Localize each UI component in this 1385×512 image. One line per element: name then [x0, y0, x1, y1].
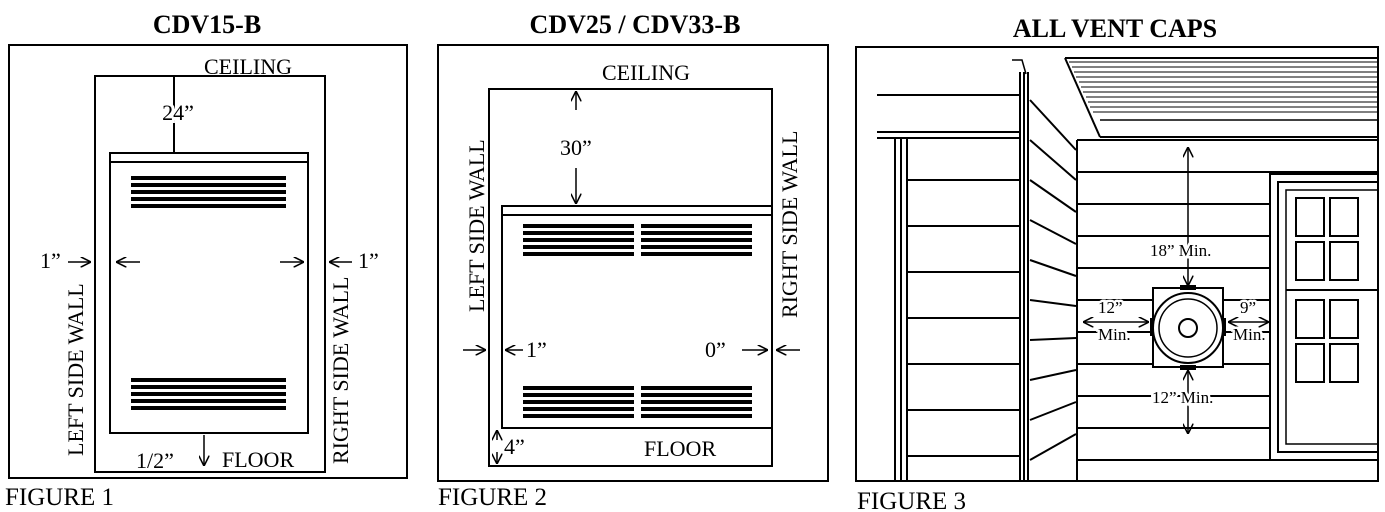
figure-2-right-clearance: 0”: [705, 337, 726, 362]
figure-3-right-min: Min.: [1233, 325, 1266, 344]
figure-1-top-grille: [131, 176, 286, 208]
figure-1-bottom-clearance: 1/2”: [136, 448, 174, 473]
figure-2-top-clearance: 30”: [560, 135, 592, 160]
figure-3-top-clearance: 18” Min.: [1150, 241, 1211, 260]
figure-2-caption: FIGURE 2: [438, 484, 547, 511]
figure-2: CDV25 / CDV33-B CEILING 30”: [437, 10, 829, 511]
corner-post: [1019, 72, 1078, 481]
figure-1-caption: FIGURE 1: [5, 484, 114, 511]
figure-1-left-wall-label: LEFT SIDE WALL: [63, 283, 88, 456]
figure-1-frame: [8, 44, 408, 479]
figure-3-right-value: 9”: [1240, 298, 1256, 317]
figure-2-right-wall-label: RIGHT SIDE WALL: [777, 131, 802, 318]
figure-1-heater-body: [109, 152, 309, 434]
figure-2-top-grille-left: [523, 224, 634, 256]
window: [1269, 173, 1379, 461]
figure-3-left-min: Min.: [1098, 325, 1131, 344]
figure-2-floor-label: FLOOR: [644, 436, 716, 461]
figure-1-left-clearance: 1”: [40, 248, 61, 273]
figure-2-heater-body: [501, 205, 773, 429]
figure-3-caption: FIGURE 3: [857, 488, 966, 512]
figure-1-wall-outline: [94, 75, 326, 473]
figure-1-right-wall-label: RIGHT SIDE WALL: [328, 277, 353, 464]
figure-2-left-clearance: 1”: [526, 337, 547, 362]
figure-2-ceiling-label: CEILING: [602, 60, 690, 85]
figure-3-bottom-clearance: 12” Min.: [1152, 388, 1213, 407]
figure-3: ALL VENT CAPS: [855, 14, 1379, 512]
figure-1-ceiling-label: CEILING: [204, 54, 292, 79]
roof-eave: [1012, 57, 1378, 138]
figure-2-title: CDV25 / CDV33-B: [530, 10, 741, 39]
figure-1-title: CDV15-B: [153, 10, 261, 39]
figure-1-right-clearance: 1”: [358, 248, 379, 273]
side-wall-siding: [1029, 99, 1077, 461]
figure-2-top-grille-right: [641, 224, 752, 256]
figure-2-left-wall-label: LEFT SIDE WALL: [464, 139, 489, 312]
figure-3-left-value: 12”: [1098, 298, 1123, 317]
figure-2-bottom-grille-left: [523, 386, 634, 418]
figure-1-floor-label: FLOOR: [222, 447, 294, 472]
figure-2-bottom-clearance: 4”: [504, 434, 525, 459]
figure-1: CDV15-B CEILING 24” 1” 1” LEFT SIDE WALL: [5, 10, 408, 511]
figure-1-top-clearance: 24”: [162, 100, 194, 125]
vent-cap: [1150, 285, 1226, 370]
figure-2-bottom-grille-right: [641, 386, 752, 418]
left-siding: [877, 94, 1020, 481]
figure-1-bottom-grille: [131, 378, 286, 410]
figure-2-frame: [437, 44, 829, 482]
figure-3-title: ALL VENT CAPS: [1013, 14, 1217, 43]
